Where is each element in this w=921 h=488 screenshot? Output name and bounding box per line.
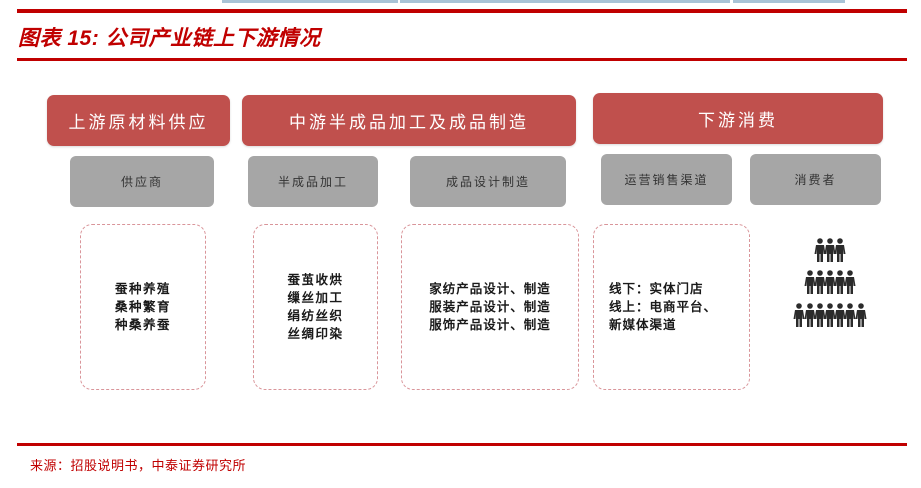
stage-upstream: 上游原材料供应: [47, 95, 230, 146]
detail-line: 种桑养蚕: [114, 317, 171, 332]
sub-consumer: 消费者: [750, 154, 881, 205]
detail-line: 新媒体渠道: [609, 317, 677, 332]
detail-line: 家纺产品设计、制造: [429, 281, 551, 296]
detail-semi-processing: 蚕茧收烘 缫丝加工 绢纺丝织 丝绸印染: [253, 224, 378, 390]
detail-product-design: 家纺产品设计、制造 服装产品设计、制造 服饰产品设计、制造: [401, 224, 579, 390]
detail-line: 蚕种养殖: [114, 281, 171, 296]
detail-line: 丝绸印染: [287, 326, 344, 341]
stage-downstream: 下游消费: [593, 93, 883, 144]
top-strip-right: [733, 0, 845, 3]
sub-sales-channel: 运营销售渠道: [601, 154, 732, 205]
stage-midstream: 中游半成品加工及成品制造: [242, 95, 576, 146]
figure-title: 图表 15: 公司产业链上下游情况: [18, 27, 321, 50]
detail-line: 蚕茧收烘: [287, 272, 344, 287]
detail-line: 线下：实体门店: [609, 281, 704, 296]
detail-line: 服装产品设计、制造: [429, 299, 551, 314]
figure-source: 来源：招股说明书，中泰证券研究所: [30, 459, 247, 474]
people-pyramid-icon: [793, 238, 867, 327]
sub-semi-processing: 半成品加工: [248, 156, 378, 207]
detail-supplier: 蚕种养殖 桑种繁育 种桑养蚕: [80, 224, 206, 390]
title-rule: [17, 58, 907, 61]
sub-supplier: 供应商: [70, 156, 214, 207]
top-rule: [17, 9, 907, 13]
detail-sales-channel: 线下：实体门店 线上：电商平台、 新媒体渠道: [593, 224, 750, 390]
detail-line: 线上：电商平台、: [609, 299, 718, 314]
bottom-rule: [17, 443, 907, 446]
top-strip-mid: [400, 0, 730, 3]
sub-product-design: 成品设计制造: [410, 156, 566, 207]
top-strip-left: [222, 0, 398, 3]
detail-line: 绢纺丝织: [287, 308, 344, 323]
detail-line: 服饰产品设计、制造: [429, 317, 551, 332]
detail-line: 桑种繁育: [114, 299, 171, 314]
detail-line: 缫丝加工: [287, 290, 344, 305]
